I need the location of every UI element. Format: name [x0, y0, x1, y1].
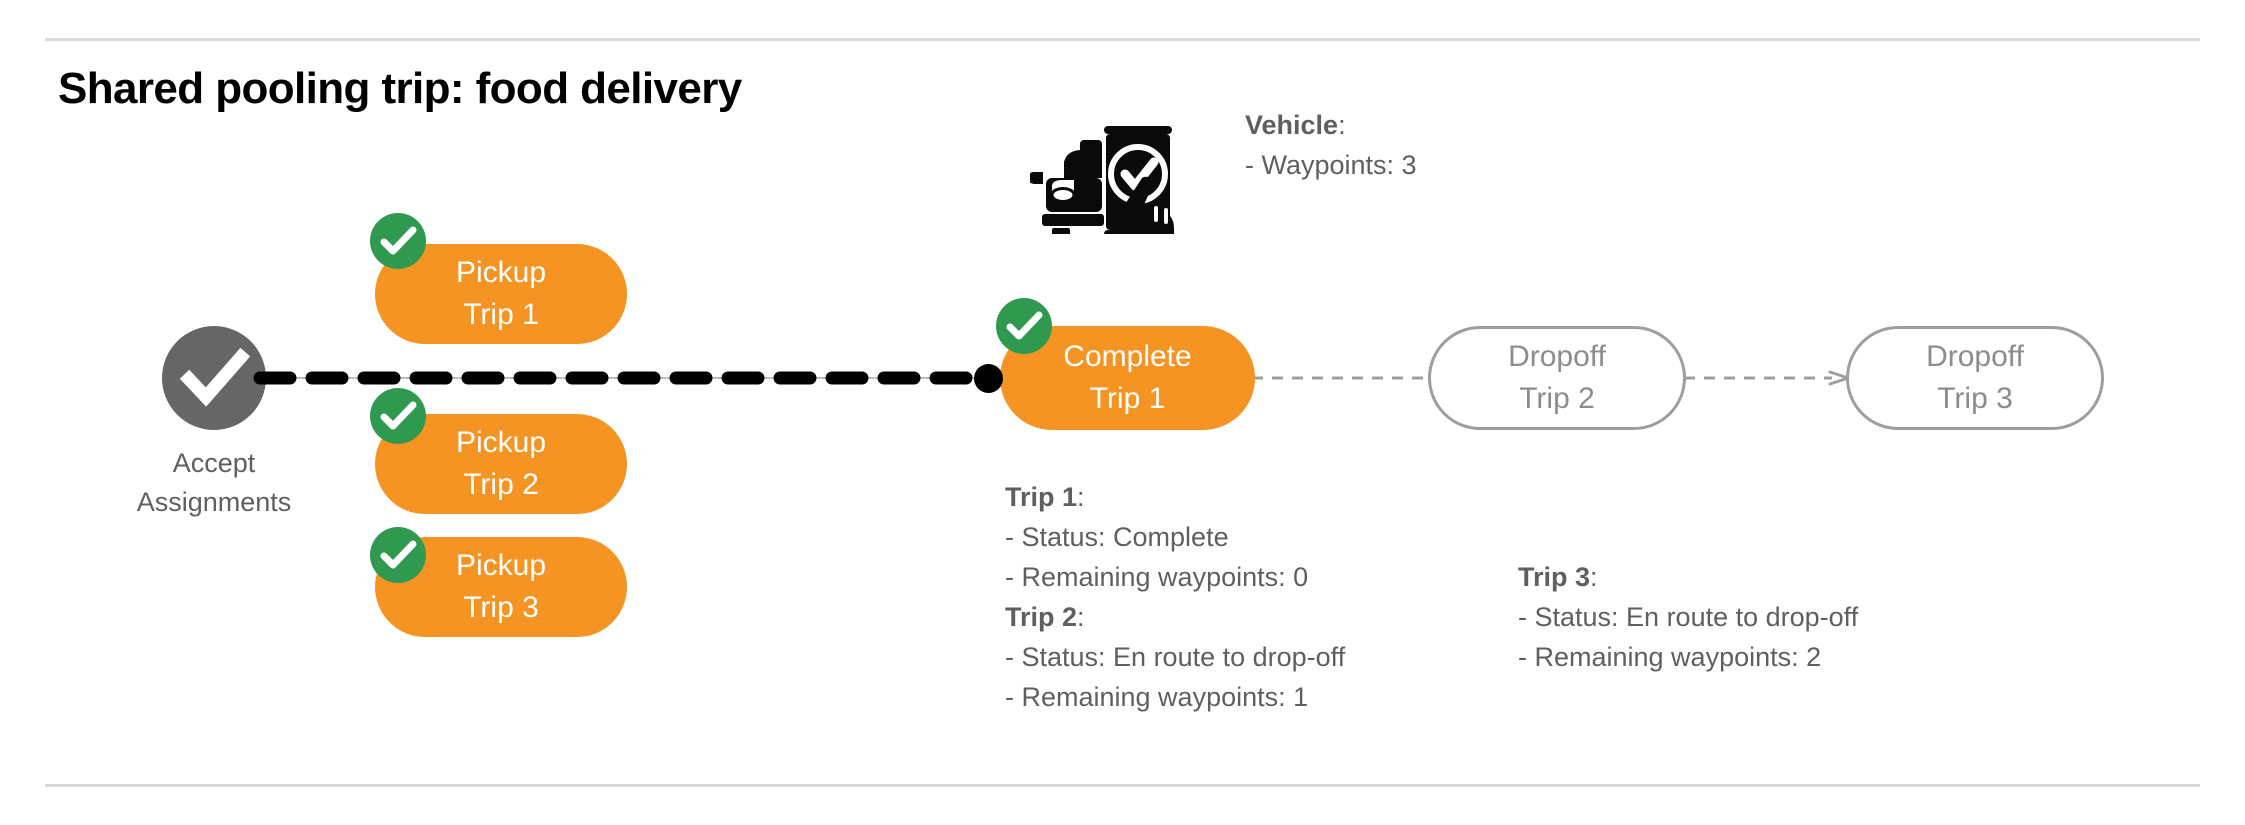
car-phone-check-icon	[1030, 82, 1190, 234]
node-pickup-trip-2-label: Pickup Trip 2	[455, 426, 547, 501]
trip-3-status: - Status: En route to drop-off	[1518, 602, 1859, 632]
connector-accept-to-complete	[253, 371, 1007, 385]
trip-2-heading-suffix: :	[1077, 602, 1085, 632]
vehicle-heading-row: Vehicle:	[1245, 105, 1417, 145]
trip-1-status: - Status: Complete	[1005, 522, 1229, 552]
trip-1-heading-suffix: :	[1077, 482, 1085, 512]
vehicle-heading: Vehicle	[1245, 110, 1339, 140]
waypoint-dot	[974, 364, 1003, 393]
page-title: Shared pooling trip: food delivery	[58, 64, 742, 113]
node-dropoff-trip-2-label: Dropoff Trip 2	[1508, 340, 1606, 415]
node-dropoff-trip-2[interactable]: Dropoff Trip 2	[1428, 326, 1686, 430]
check-badge-icon	[370, 527, 426, 583]
trip-3-heading-row: Trip 3:	[1518, 557, 1858, 597]
divider-bottom	[45, 784, 2200, 787]
node-pickup-trip-3[interactable]: Pickup Trip 3	[375, 537, 627, 637]
accept-assignments-node[interactable]: Accept Assignments	[137, 326, 291, 517]
vehicle-annotation: Vehicle: - Waypoints: 3	[1245, 105, 1417, 185]
trip-3-waypoints: - Remaining waypoints: 2	[1518, 642, 1822, 672]
trip-3-heading: Trip 3	[1518, 562, 1591, 592]
trip-3-heading-suffix: :	[1590, 562, 1598, 592]
connector-dropoff2-to-dropoff3	[1684, 370, 1850, 386]
connector-complete-to-dropoff2	[1252, 372, 1434, 384]
check-circle-icon	[162, 326, 266, 430]
trip-1-waypoints: - Remaining waypoints: 0	[1005, 562, 1309, 592]
accept-assignments-label: Accept Assignments	[136, 448, 292, 517]
vehicle-waypoints: - Waypoints: 3	[1245, 150, 1417, 180]
node-dropoff-trip-3[interactable]: Dropoff Trip 3	[1846, 326, 2104, 430]
node-dropoff-trip-3-label: Dropoff Trip 3	[1926, 340, 2024, 415]
trip-2-waypoints: - Remaining waypoints: 1	[1005, 682, 1309, 712]
trip-2-heading-row: Trip 2:	[1005, 597, 1345, 637]
check-badge-icon	[996, 298, 1052, 354]
check-badge-icon	[370, 213, 426, 269]
trip-1-heading-row: Trip 1:	[1005, 477, 1345, 517]
node-pickup-trip-1-label: Pickup Trip 1	[455, 256, 547, 331]
check-badge-icon	[370, 388, 426, 444]
node-complete-trip-1-label: Complete Trip 1	[1063, 340, 1192, 415]
vehicle-heading-suffix: :	[1338, 110, 1346, 140]
trip-2-status: - Status: En route to drop-off	[1005, 642, 1346, 672]
divider-top	[45, 38, 2200, 41]
trip-3-annotation: Trip 3: - Status: En route to drop-off -…	[1518, 557, 1858, 677]
trip-2-heading: Trip 2	[1005, 602, 1078, 632]
trip-1-heading: Trip 1	[1005, 482, 1078, 512]
node-pickup-trip-3-label: Pickup Trip 3	[455, 549, 547, 624]
trip-1-2-annotation: Trip 1: - Status: Complete - Remaining w…	[1005, 477, 1345, 717]
